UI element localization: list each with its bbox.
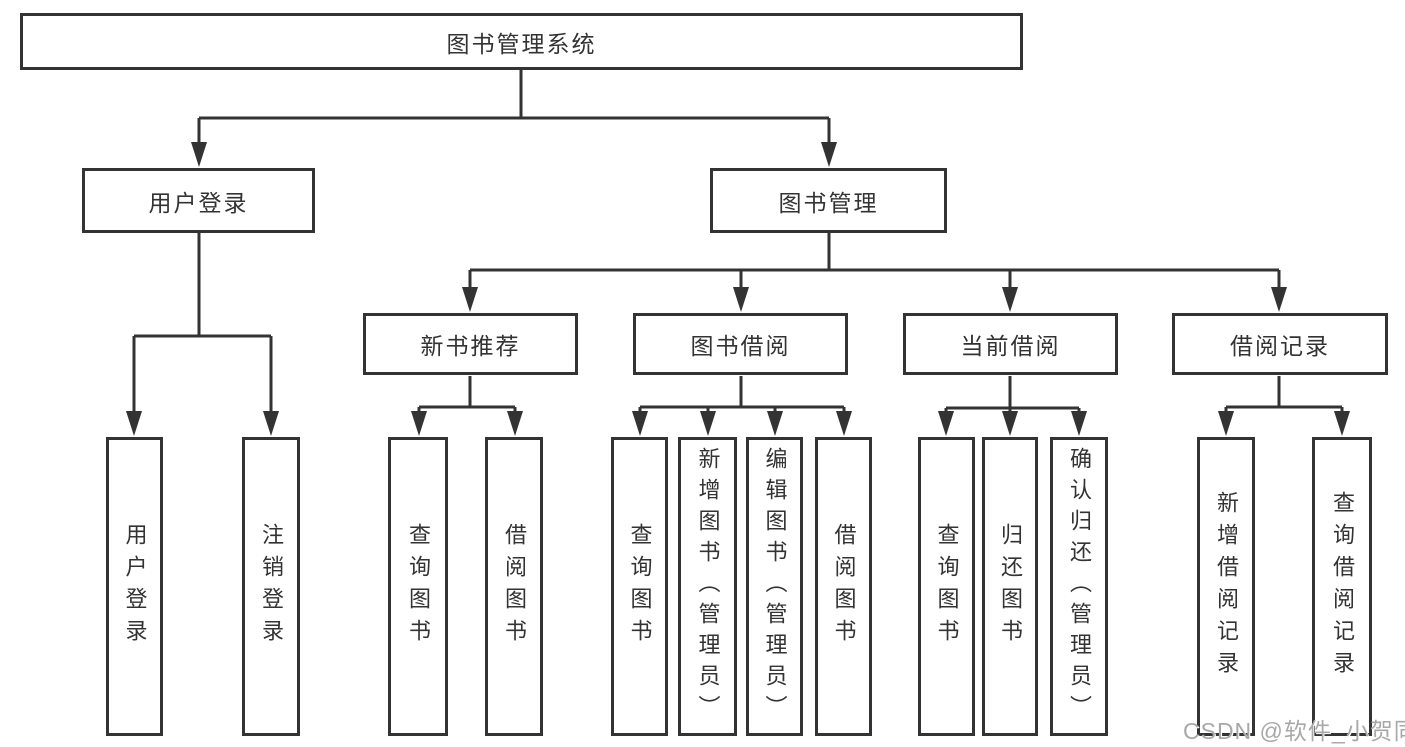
leaf-borrow-book: 借阅图书 [815, 437, 872, 736]
leaf-add-book-admin: 新增图书（管理员） [678, 437, 737, 736]
node-book-management: 图书管理 [710, 168, 947, 233]
leaf-label: 注销登录 [259, 522, 284, 651]
leaf-borrow-book-recommend: 借阅图书 [485, 437, 543, 736]
leaf-label: 用户登录 [122, 522, 148, 651]
node-root-system: 图书管理系统 [20, 13, 1023, 70]
arrowheads [126, 142, 1350, 436]
node-current-borrow: 当前借阅 [903, 313, 1118, 375]
leaf-return-book: 归还图书 [982, 437, 1038, 736]
leaf-query-book-borrow: 查询图书 [611, 437, 668, 736]
node-book-borrow: 图书借阅 [633, 313, 848, 375]
node-new-book-recommend: 新书推荐 [363, 313, 578, 375]
leaf-edit-book-admin: 编辑图书（管理员） [746, 437, 803, 736]
leaf-logout: 注销登录 [242, 437, 300, 736]
leaf-confirm-return-admin: 确认归还（管理员） [1050, 437, 1108, 736]
node-borrow-records: 借阅记录 [1172, 313, 1388, 375]
leaf-label: 查询图书 [627, 522, 653, 651]
leaf-label: 编辑图书（管理员） [762, 447, 788, 726]
leaf-query-book-recommend: 查询图书 [388, 437, 448, 736]
leaf-label: 新增借阅记录 [1214, 490, 1239, 683]
leaf-query-borrow-record: 查询借阅记录 [1312, 437, 1372, 736]
leaf-label: 查询借阅记录 [1330, 490, 1355, 683]
leaf-query-book-current: 查询图书 [918, 437, 975, 736]
leaf-label: 新增图书（管理员） [695, 447, 721, 726]
leaf-label: 查询图书 [406, 522, 431, 651]
node-user-login: 用户登录 [82, 168, 315, 233]
watermark: CSDN @软件_小贺同学 [1183, 718, 1405, 744]
leaf-add-borrow-record: 新增借阅记录 [1197, 437, 1255, 736]
leaf-label: 归还图书 [998, 522, 1023, 651]
leaf-label: 查询图书 [934, 522, 960, 651]
leaf-user-login: 用户登录 [106, 437, 163, 736]
leaf-label: 确认归还（管理员） [1067, 447, 1092, 726]
leaf-label: 借阅图书 [502, 522, 527, 651]
leaf-label: 借阅图书 [831, 522, 857, 651]
